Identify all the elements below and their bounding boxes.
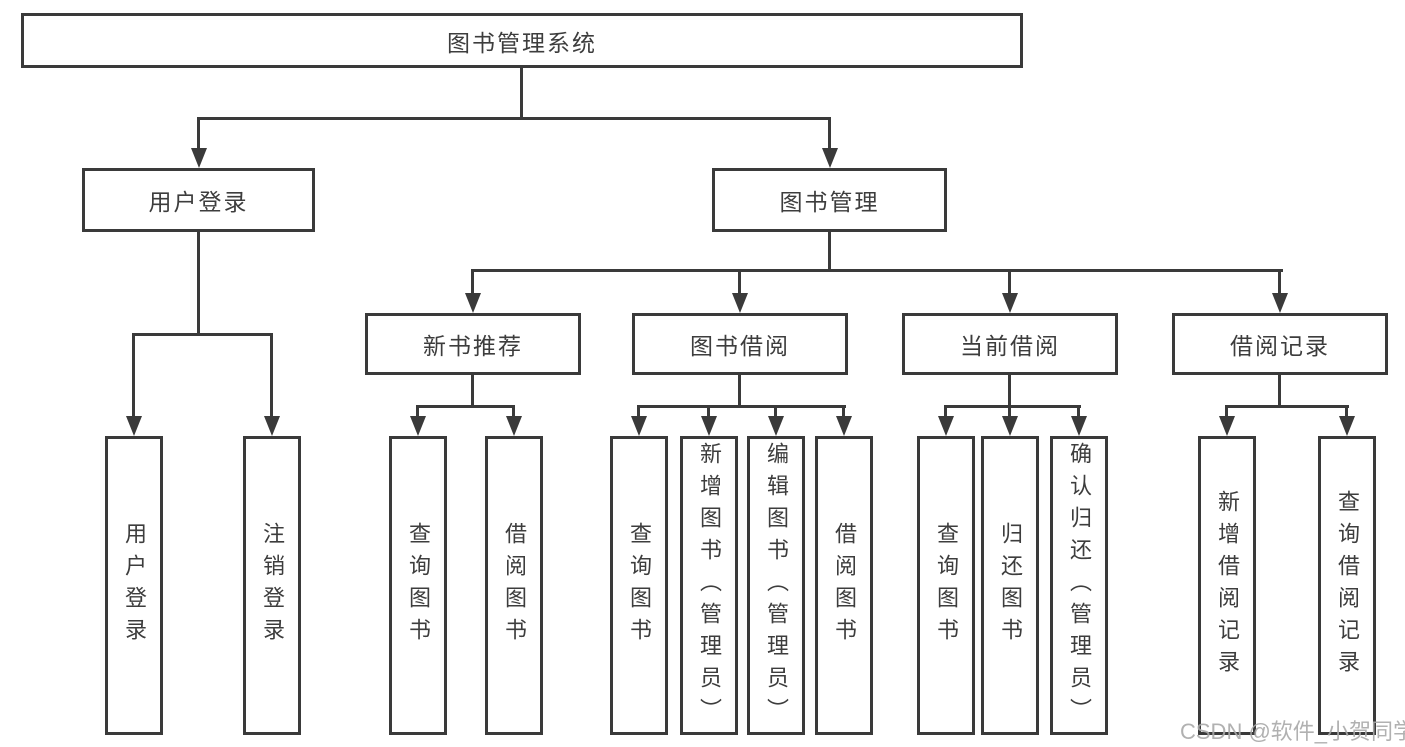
arrow-down-rc1 xyxy=(1219,416,1235,436)
box-leaf-logout-label: 注销登录 xyxy=(260,521,285,650)
box-current-borrow: 当前借阅 xyxy=(902,313,1118,375)
connector-root-stem xyxy=(520,68,523,120)
box-leaf-user-login: 用户登录 xyxy=(105,436,163,735)
connector-user-login-stem xyxy=(197,232,200,336)
connector-drop-rc1 xyxy=(1225,408,1228,419)
box-leaf-bw-borrow-books-label: 借阅图书 xyxy=(832,521,857,650)
connector-drop-logout xyxy=(270,336,273,419)
connector-current-rail xyxy=(944,405,1081,408)
box-leaf-bw-edit-books-admin-label: 编辑图书（管理员） xyxy=(764,441,789,730)
box-leaf-cu-return-books: 归还图书 xyxy=(981,436,1039,735)
arrow-down-cu1 xyxy=(938,416,954,436)
connector-drop-nb2 xyxy=(512,408,515,419)
connector-records-stem xyxy=(1278,375,1281,408)
arrow-down-book-mgmt xyxy=(822,148,838,168)
box-leaf-nb-borrow-books: 借阅图书 xyxy=(485,436,543,735)
box-leaf-bw-add-books-admin: 新增图书（管理员） xyxy=(680,436,738,735)
box-leaf-nb-borrow-books-label: 借阅图书 xyxy=(502,521,527,650)
box-book-mgmt-label: 图书管理 xyxy=(779,189,880,215)
connector-borrow-rail xyxy=(637,405,846,408)
arrow-down-cu3 xyxy=(1071,416,1087,436)
connector-drop-nb1 xyxy=(416,408,419,419)
box-borrow-records: 借阅记录 xyxy=(1172,313,1388,375)
connector-records-rail xyxy=(1225,405,1349,408)
box-new-books-label: 新书推荐 xyxy=(423,333,523,359)
connector-drop-current xyxy=(1008,272,1011,297)
box-new-books: 新书推荐 xyxy=(365,313,581,375)
box-leaf-rc-add-record-label: 新增借阅记录 xyxy=(1215,489,1240,682)
arrow-down-new-books xyxy=(465,293,481,313)
box-user-login: 用户登录 xyxy=(82,168,315,232)
box-book-borrow-label: 图书借阅 xyxy=(690,333,790,359)
box-leaf-bw-query-books-label: 查询图书 xyxy=(627,521,652,650)
box-leaf-cu-return-books-label: 归还图书 xyxy=(998,521,1023,650)
box-leaf-cu-query-books: 查询图书 xyxy=(917,436,975,735)
box-borrow-records-label: 借阅记录 xyxy=(1230,333,1330,359)
connector-drop-user-login xyxy=(197,120,200,153)
box-leaf-bw-add-books-admin-label: 新增图书（管理员） xyxy=(697,441,722,730)
connector-drop-bw3 xyxy=(774,408,777,419)
csdn-watermark: CSDN @软件_小贺同学 xyxy=(1180,719,1405,744)
box-root-system: 图书管理系统 xyxy=(21,13,1023,68)
connector-current-stem xyxy=(1008,375,1011,408)
connector-drop-cu3 xyxy=(1077,408,1080,419)
box-root-system-label: 图书管理系统 xyxy=(447,29,597,56)
box-current-borrow-label: 当前借阅 xyxy=(960,333,1060,359)
connector-drop-records xyxy=(1278,272,1281,297)
arrow-down-nb2 xyxy=(506,416,522,436)
arrow-down-logout xyxy=(264,416,280,436)
connector-book-mgmt-stem xyxy=(828,232,831,272)
box-leaf-rc-query-record-label: 查询借阅记录 xyxy=(1335,489,1360,682)
arrow-down-bw1 xyxy=(631,416,647,436)
connector-root-rail xyxy=(197,117,831,120)
box-user-login-label: 用户登录 xyxy=(148,189,249,215)
box-leaf-cu-confirm-return-admin: 确认归还（管理员） xyxy=(1050,436,1108,735)
box-leaf-rc-query-record: 查询借阅记录 xyxy=(1318,436,1376,735)
connector-book-mgmt-rail xyxy=(471,269,1283,272)
box-leaf-bw-borrow-books: 借阅图书 xyxy=(815,436,873,735)
connector-drop-cu2 xyxy=(1008,408,1011,419)
connector-new-books-stem xyxy=(471,375,474,408)
connector-new-books-rail xyxy=(416,405,515,408)
box-leaf-bw-query-books: 查询图书 xyxy=(610,436,668,735)
connector-drop-bw1 xyxy=(637,408,640,419)
box-leaf-logout: 注销登录 xyxy=(243,436,301,735)
arrow-down-bw4 xyxy=(836,416,852,436)
connector-drop-bw4 xyxy=(842,408,845,419)
box-leaf-rc-add-record: 新增借阅记录 xyxy=(1198,436,1256,735)
arrow-down-records xyxy=(1272,293,1288,313)
connector-borrow-stem xyxy=(738,375,741,408)
connector-drop-login xyxy=(132,336,135,419)
connector-user-login-rail xyxy=(132,333,273,336)
arrow-down-current xyxy=(1002,293,1018,313)
arrow-down-nb1 xyxy=(410,416,426,436)
arrow-down-bw3 xyxy=(768,416,784,436)
arrow-down-borrow xyxy=(732,293,748,313)
box-leaf-bw-edit-books-admin: 编辑图书（管理员） xyxy=(747,436,805,735)
box-book-borrow: 图书借阅 xyxy=(632,313,848,375)
connector-drop-book-mgmt xyxy=(828,120,831,153)
box-leaf-nb-query-books-label: 查询图书 xyxy=(406,521,431,650)
box-leaf-user-login-label: 用户登录 xyxy=(122,521,147,650)
arrow-down-cu2 xyxy=(1002,416,1018,436)
box-leaf-nb-query-books: 查询图书 xyxy=(389,436,447,735)
arrow-down-rc2 xyxy=(1339,416,1355,436)
connector-drop-new-books xyxy=(471,272,474,297)
arrow-down-user-login xyxy=(191,148,207,168)
connector-drop-bw2 xyxy=(707,408,710,419)
arrow-down-login xyxy=(126,416,142,436)
box-leaf-cu-confirm-return-admin-label: 确认归还（管理员） xyxy=(1067,441,1092,730)
box-book-mgmt: 图书管理 xyxy=(712,168,947,232)
connector-drop-borrow xyxy=(738,272,741,297)
box-leaf-cu-query-books-label: 查询图书 xyxy=(934,521,959,650)
arrow-down-bw2 xyxy=(701,416,717,436)
connector-drop-rc2 xyxy=(1345,408,1348,419)
connector-drop-cu1 xyxy=(944,408,947,419)
